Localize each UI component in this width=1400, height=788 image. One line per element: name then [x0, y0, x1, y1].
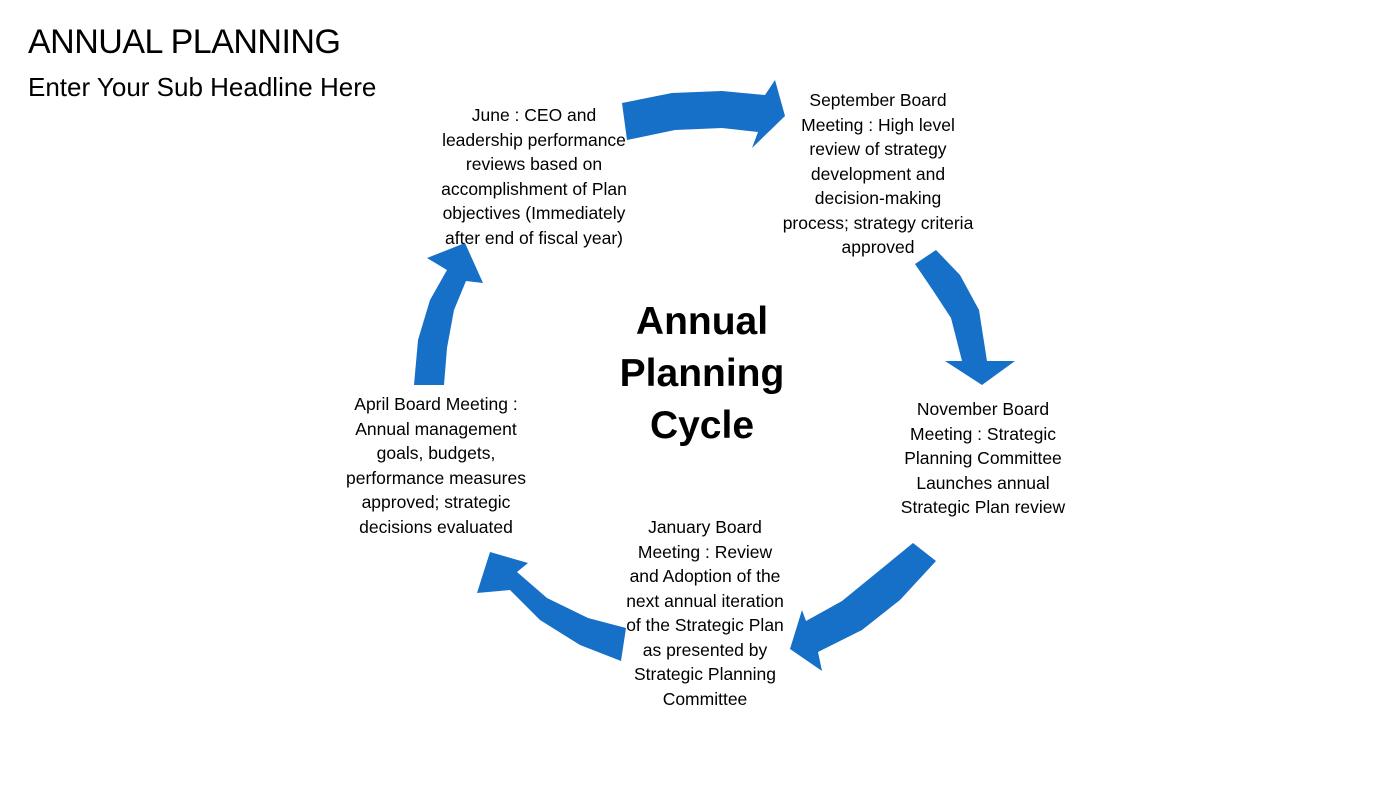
node-january: January Board Meeting : Review and Adopt… [626, 517, 784, 709]
arrow-january-to-april [477, 552, 626, 661]
node-june: June : CEO and leadership performance re… [441, 105, 627, 248]
arrow-november-to-january [790, 543, 936, 671]
cycle-center-label: Annual Planning Cycle [619, 300, 785, 447]
node-november: November Board Meeting : Strategic Plann… [900, 399, 1066, 517]
arrow-september-to-november [915, 250, 1015, 385]
node-april: April Board Meeting : Annual management … [346, 394, 526, 537]
node-september: September Board Meeting : High level rev… [782, 90, 974, 257]
arrow-june-to-september [622, 80, 785, 148]
arrow-april-to-june [414, 243, 483, 385]
page-subtitle: Enter Your Sub Headline Here [28, 72, 377, 102]
page-title: ANNUAL PLANNING [28, 23, 341, 61]
